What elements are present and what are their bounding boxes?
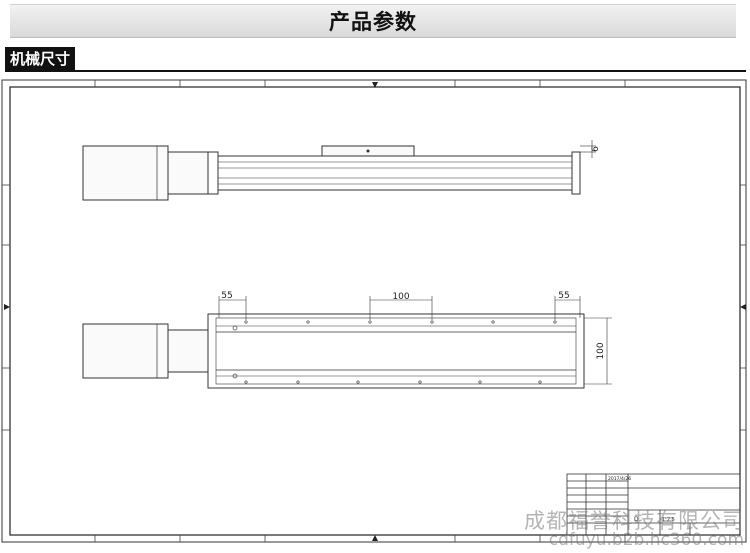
dim-hole-pitch: 100 (392, 292, 409, 302)
end-cap-side (571, 151, 581, 195)
side-height-dimension: 6 (591, 146, 601, 152)
drawing-outer-border (1, 79, 747, 543)
motor-body-top (82, 323, 169, 379)
motor-body (82, 145, 169, 201)
section-divider (5, 70, 746, 72)
top-view (82, 296, 612, 389)
zone-ticks (2, 80, 746, 542)
title-block (566, 473, 741, 536)
coupling-housing (207, 151, 219, 195)
rail-body-top (207, 313, 585, 389)
page-title: 产品参数 (329, 10, 417, 34)
title-block-scale: 1:2.5 (662, 517, 675, 523)
title-block-part-code: D (634, 516, 639, 523)
side-view (82, 140, 596, 201)
watermark-company: 成都福誉科技有限公司 (524, 509, 744, 533)
motor-flange-top (167, 329, 209, 373)
motor-flange (167, 151, 209, 195)
centering-marks (4, 82, 746, 541)
dim-left-offset: 55 (221, 291, 232, 301)
dim-right-offset: 55 (558, 291, 569, 301)
page-title-bar: 产品参数 (10, 4, 736, 38)
section-label: 机械尺寸 (5, 47, 76, 71)
mounting-holes (232, 320, 557, 384)
dim-rail-width: 100 (596, 342, 606, 359)
title-block-date: 2017/4/26 (608, 476, 631, 482)
rail-body-side (217, 155, 573, 191)
watermark-url: cdfuyu.b2b.hc360.com (548, 530, 744, 550)
